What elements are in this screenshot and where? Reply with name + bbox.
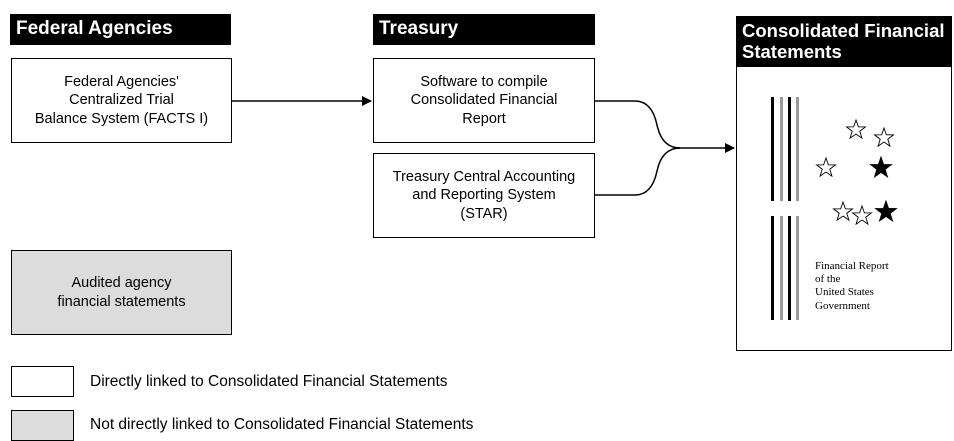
star-outline-icon (873, 126, 895, 148)
header-treasury: Treasury (373, 14, 595, 45)
header-federal-agencies: Federal Agencies (10, 14, 231, 45)
header-consolidated: Consolidated Financial Statements (736, 16, 952, 68)
star-outline-icon (845, 118, 867, 140)
legend-swatch-direct (11, 366, 74, 397)
cover-stripes-upper (771, 97, 799, 201)
connector-software-merge (595, 100, 681, 149)
report-cover-title: Financial Report of the United States Go… (815, 260, 889, 312)
audited-statements-box: Audited agency financial statements (11, 250, 232, 335)
legend-label-not-direct: Not directly linked to Consolidated Fina… (90, 416, 474, 433)
legend-label-direct: Directly linked to Consolidated Financia… (90, 373, 448, 390)
star-box: Treasury Central Accounting and Reportin… (373, 153, 595, 238)
software-box: Software to compile Consolidated Financi… (373, 58, 595, 143)
connector-star-merge (595, 147, 681, 196)
star-outline-icon (851, 204, 873, 226)
star-filled-icon (869, 155, 893, 179)
star-outline-icon (815, 156, 837, 178)
star-outline-icon (832, 200, 854, 222)
cover-stripes-lower (771, 216, 799, 320)
legend-swatch-not-direct (11, 410, 74, 441)
facts-box: Federal Agencies' Centralized Trial Bala… (11, 58, 232, 143)
cover-stars (815, 118, 898, 226)
star-filled-icon (874, 199, 898, 223)
